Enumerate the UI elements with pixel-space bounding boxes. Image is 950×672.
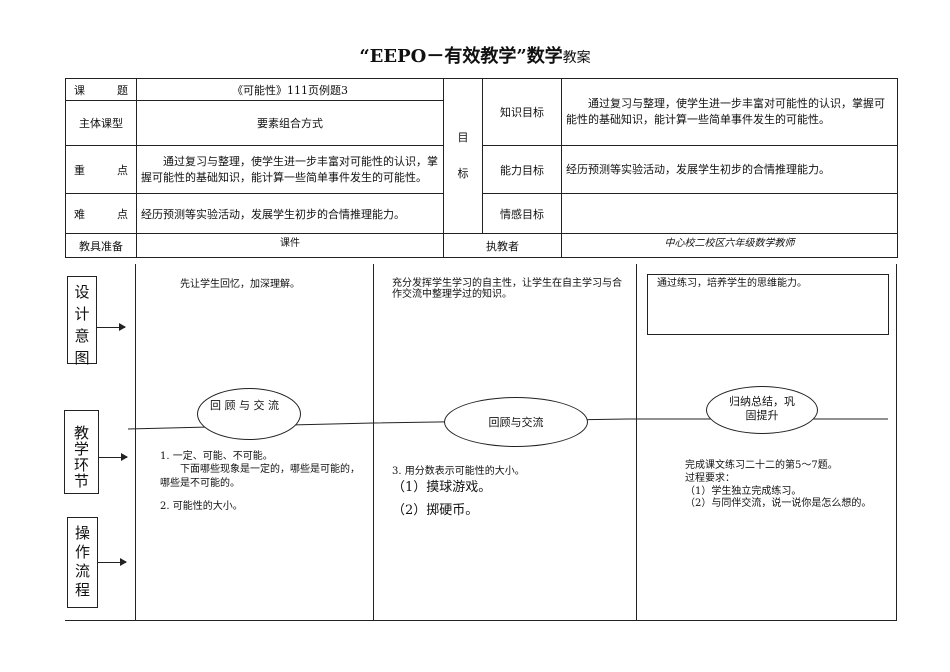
title-part1: “EEPO－有效教学” <box>359 46 527 67</box>
teaching-step-box: 教学环节 <box>64 410 99 494</box>
diff-label: 难 点 <box>65 193 137 234</box>
operation-flow-box: 操作流程 <box>67 517 98 608</box>
col1-step-label: 回 顾 与 交 流 <box>210 399 279 412</box>
col1-content-3: 2. 可能性的大小。 <box>160 501 243 512</box>
flow-divider-1 <box>373 264 374 620</box>
operation-flow-label: 操作流程 <box>74 524 90 599</box>
arrow-right-icon <box>98 558 127 566</box>
col3-content-3: （1）学生独立完成练习。 <box>685 486 802 497</box>
lesson-header-table: 课 题 《可能性》111页例题3 目 标 知识目标 通过复习与整理，使学生进一步… <box>65 78 898 258</box>
goal-char-2: 标 <box>457 167 469 180</box>
topic-value: 《可能性》111页例题3 <box>136 78 444 101</box>
col1-step-ellipse: 回 顾 与 交 流 <box>197 388 301 440</box>
flow-bottom-line <box>65 620 897 621</box>
document-title: “EEPO－有效教学”数学教案 <box>0 42 950 68</box>
arrow-right-icon <box>99 453 128 461</box>
col2-step-label: 回顾与交流 <box>488 416 544 429</box>
knowledge-value: 通过复习与整理，使学生进一步丰富对可能性的认识，掌握可能性的基础知识，能计算一些… <box>561 78 898 146</box>
ability-value: 经历预测等实验活动，发展学生初步的合情推理能力。 <box>561 145 898 194</box>
col3-design-text: 通过练习，培养学生的思维能力。 <box>657 278 807 289</box>
design-intent-label: 设计意图 <box>74 283 90 367</box>
col3-step-label: 归纳总结，巩固提升 <box>729 395 795 422</box>
flow-divider-2 <box>636 264 637 620</box>
key-value: 通过复习与整理，使学生进一步丰富对可能性的认识，掌握可能性的基础知识，能计算一些… <box>136 145 444 194</box>
teacher-value: 中心校二校区六年级数学教师 <box>561 233 898 258</box>
col2-content-3: （2）掷硬币。 <box>392 503 479 518</box>
goal-char-1: 目 <box>457 131 469 144</box>
emotion-label: 情感目标 <box>482 193 562 234</box>
col3-step-ellipse: 归纳总结，巩固提升 <box>706 386 818 434</box>
tools-value: 课件 <box>136 233 444 258</box>
design-intent-box: 设计意图 <box>67 276 97 367</box>
col2-content-1: 3. 用分数表示可能性的大小。 <box>392 466 525 477</box>
ability-label: 能力目标 <box>482 145 562 194</box>
key-label: 重 点 <box>65 145 137 194</box>
col3-design-box: 通过练习，培养学生的思维能力。 <box>647 274 889 335</box>
topic-label: 课 题 <box>65 78 137 101</box>
col1-design-text: 先让学生回忆，加深理解。 <box>180 279 300 290</box>
diff-value: 经历预测等实验活动，发展学生初步的合情推理能力。 <box>136 193 444 234</box>
teacher-label: 执教者 <box>443 233 562 258</box>
col3-content-2: 过程要求： <box>685 473 735 484</box>
knowledge-label: 知识目标 <box>482 78 562 146</box>
col3-content-4: （2）与同伴交流，说一说你是怎么想的。 <box>685 498 872 509</box>
emotion-value <box>561 193 898 234</box>
col3-content-1: 完成课文练习二十二的第5～7题。 <box>685 460 838 471</box>
title-part3: 教案 <box>562 50 591 66</box>
title-part2: 数学 <box>526 46 563 67</box>
flow-divider-right <box>896 264 897 620</box>
col1-content-2: 下面哪些现象是一定的，哪些是可能的，哪些是不可能的。 <box>160 464 360 489</box>
tools-label: 教具准备 <box>65 233 137 258</box>
teaching-step-label: 教学环节 <box>73 424 89 490</box>
type-value: 要素组合方式 <box>136 100 444 146</box>
goal-cell: 目 标 <box>443 78 483 234</box>
type-label: 主体课型 <box>65 100 137 146</box>
col1-content-1: 1. 一定、可能、不可能。 <box>160 451 273 462</box>
col2-design-text: 充分发挥学生学习的自主性，让学生在自主学习与合作交流中整理学过的知识。 <box>392 278 622 300</box>
col2-step-ellipse: 回顾与交流 <box>444 397 588 447</box>
arrow-right-icon <box>97 323 126 331</box>
flow-divider-left <box>135 264 136 620</box>
col2-content-2: （1）摸球游戏。 <box>392 480 492 495</box>
